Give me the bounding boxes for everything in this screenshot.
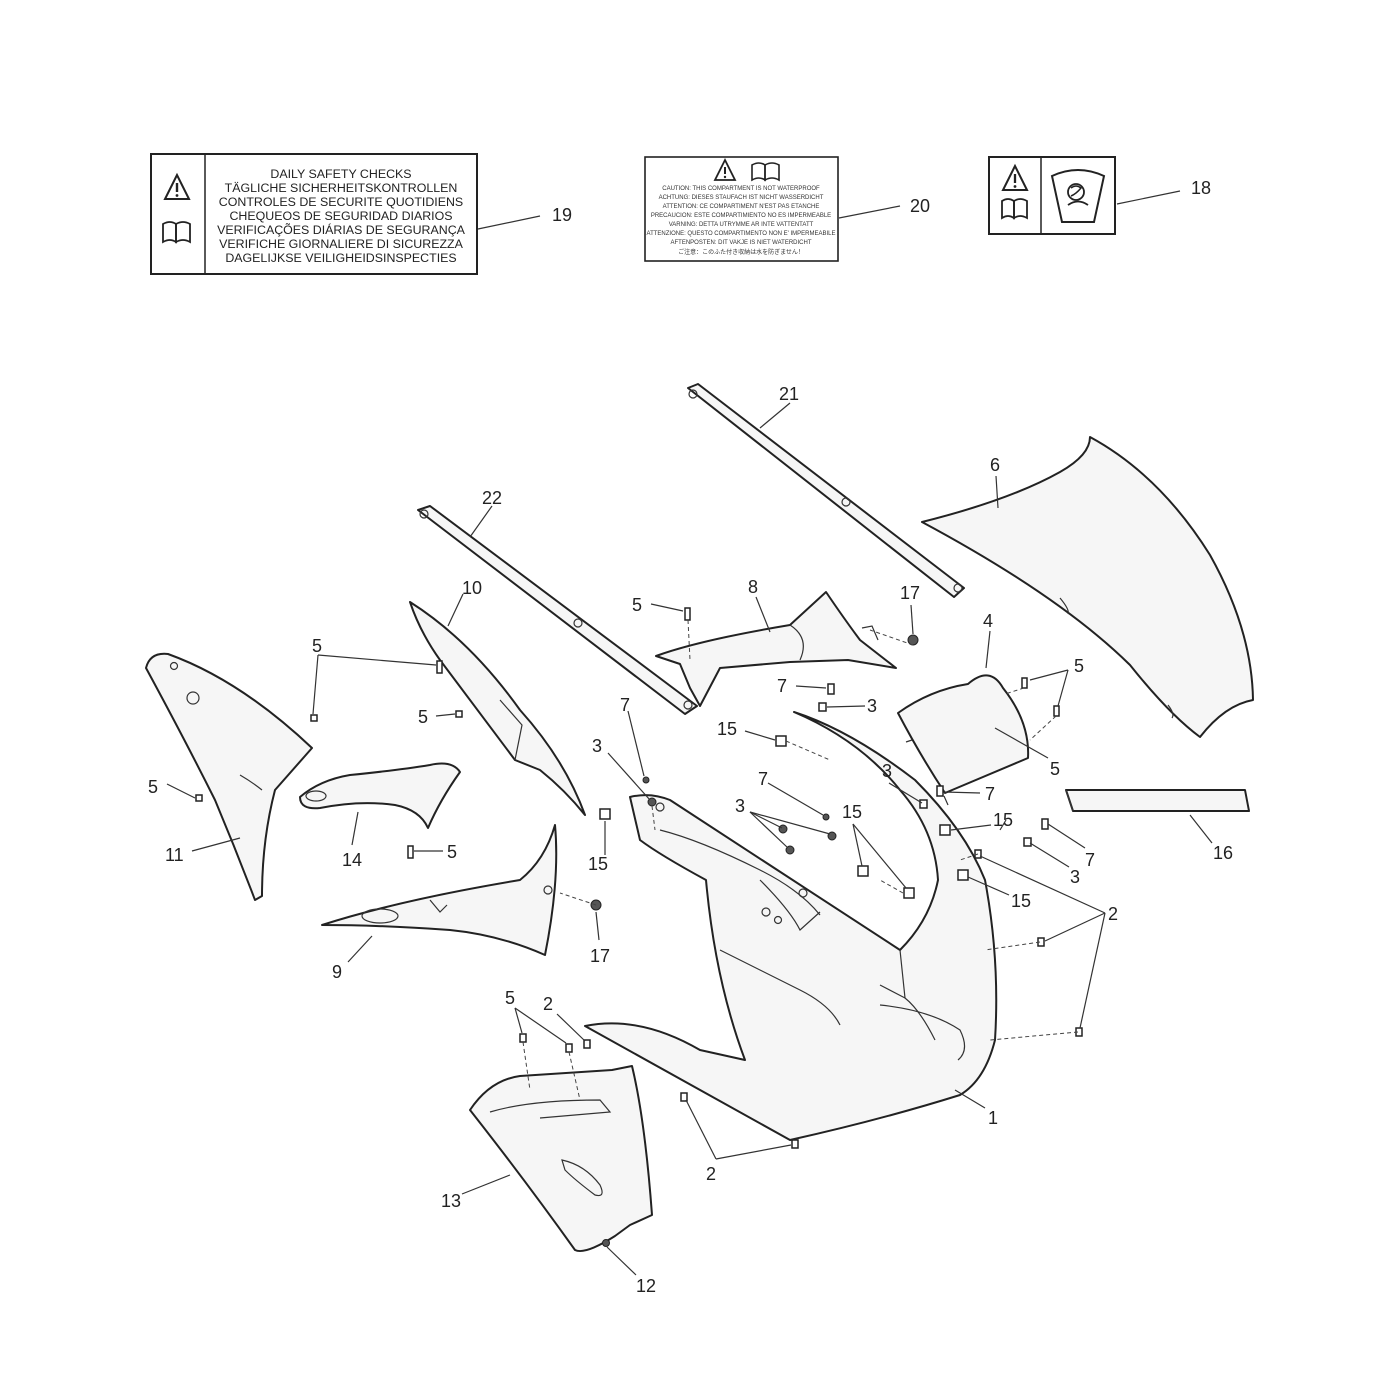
warning-line-4: PRECAUCION: ESTE COMPARTIMIENTO NO ES IM…	[651, 213, 831, 219]
bracket-4	[897, 674, 1030, 831]
callout-17: 17	[900, 583, 920, 603]
infill-panel-14	[299, 762, 461, 829]
callout-5: 5	[1074, 656, 1084, 676]
label-daily-safety-checks: DAILY SAFETY CHECKS TÄGLICHE SICHERHEITS…	[150, 153, 478, 275]
callout-5: 5	[505, 988, 515, 1008]
safety-line-1: DAILY SAFETY CHECKS	[270, 167, 411, 181]
callout-15: 15	[717, 719, 737, 739]
callout-18: 18	[1191, 178, 1211, 198]
safety-line-5: VERIFICAÇÕES DIÁRIAS DE SEGURANÇA	[217, 222, 466, 237]
callout-5: 5	[148, 777, 158, 797]
callout-10: 10	[462, 578, 482, 598]
callout-3: 3	[592, 736, 602, 756]
callout-20: 20	[910, 196, 930, 216]
screen-cleaning-icon	[1050, 169, 1106, 223]
label-compartment-warning: CAUTION: THIS COMPARTMENT IS NOT WATERPR…	[644, 156, 839, 262]
warning-line-8: ご注意：このふた付き収納は水を防ぎません！	[678, 248, 804, 256]
safety-line-7: DAGELIJKSE VEILIGHEIDSINSPECTIES	[225, 251, 456, 265]
hardware-leaders	[166, 603, 1106, 1276]
callout-6: 6	[990, 455, 1000, 475]
warning-line-2: ACHTUNG: DIESES STAUFACH IST NICHT WASSE…	[659, 195, 824, 201]
label-screen-cleaning	[988, 156, 1116, 235]
callout-14: 14	[342, 850, 362, 870]
warning-line-1: CAUTION: THIS COMPARTMENT IS NOT WATERPR…	[662, 186, 820, 192]
assembly-lines	[522, 619, 1079, 1101]
callout-5: 5	[418, 707, 428, 727]
callout-15: 15	[993, 810, 1013, 830]
warning-triangle-icon	[1001, 163, 1029, 191]
callout-16: 16	[1213, 843, 1233, 863]
trim-strip-21	[687, 383, 965, 598]
callout-7: 7	[777, 676, 787, 696]
callout-12: 12	[636, 1276, 656, 1296]
warning-line-7: AFTENPOSTEN: DIT VAKJE IS NIET WATERDICH…	[670, 240, 811, 246]
callout-labels: 5 5 5 5 5 5 5 5 17 17 7 7 7 7 7 3 3 3 3 …	[148, 583, 1118, 1296]
front-fairing-1	[584, 711, 998, 1141]
callout-3: 3	[867, 696, 877, 716]
inner-panel-8	[655, 591, 897, 707]
callout-7: 7	[758, 769, 768, 789]
callout-22: 22	[482, 488, 502, 508]
callout-13: 13	[441, 1191, 461, 1211]
callout-17: 17	[590, 946, 610, 966]
callout-5: 5	[632, 595, 642, 615]
callout-3: 3	[735, 796, 745, 816]
callout-2: 2	[706, 1164, 716, 1184]
manual-book-icon	[1001, 198, 1028, 220]
lower-panel-9	[321, 824, 558, 956]
lower-cowl-13	[469, 1065, 653, 1252]
callout-5: 5	[312, 636, 322, 656]
manual-book-icon	[162, 221, 191, 244]
side-fairing-11	[145, 652, 313, 901]
callout-5: 5	[1050, 759, 1060, 779]
callout-3: 3	[882, 761, 892, 781]
callout-9: 9	[332, 962, 342, 982]
callout-4: 4	[983, 611, 993, 631]
warning-line-6: ATTENZIONE: QUESTO COMPARTIMENTO NON E' …	[647, 231, 836, 237]
callout-15: 15	[1011, 891, 1031, 911]
windscreen-6	[921, 436, 1254, 738]
safety-line-6: VERIFICHE GIORNALIERE DI SICUREZZA	[219, 237, 463, 251]
callout-21: 21	[779, 384, 799, 404]
callout-5: 5	[447, 842, 457, 862]
callout-2: 2	[1108, 904, 1118, 924]
callout-7: 7	[620, 695, 630, 715]
foam-strip-16	[1065, 789, 1250, 812]
callout-8: 8	[748, 577, 758, 597]
safety-line-3: CONTROLES DE SECURITE QUOTIDIENS	[219, 195, 463, 209]
callout-3: 3	[1070, 867, 1080, 887]
side-panel-10	[409, 601, 586, 816]
callout-7: 7	[985, 784, 995, 804]
safety-line-2: TÄGLICHE SICHERHEITSKONTROLLEN	[225, 181, 458, 195]
safety-line-4: CHEQUEOS DE SEGURIDAD DIARIOS	[229, 209, 452, 223]
callout-15: 15	[588, 854, 608, 874]
warning-triangle-icon	[163, 172, 191, 200]
callout-7: 7	[1085, 850, 1095, 870]
callout-15: 15	[842, 802, 862, 822]
callout-19: 19	[552, 205, 572, 225]
manual-book-icon	[751, 162, 780, 182]
trim-strip-22	[417, 505, 698, 715]
callout-11: 11	[165, 845, 184, 865]
callout-1: 1	[988, 1108, 998, 1128]
warning-line-3: ATTENTION: CE COMPARTIMENT N'EST PAS ETA…	[663, 204, 820, 210]
warning-line-5: VARNING: DETTA UTRYMME AR INTE VATTENTAT…	[669, 222, 814, 228]
callout-2: 2	[543, 994, 553, 1014]
warning-triangle-icon	[713, 157, 737, 181]
